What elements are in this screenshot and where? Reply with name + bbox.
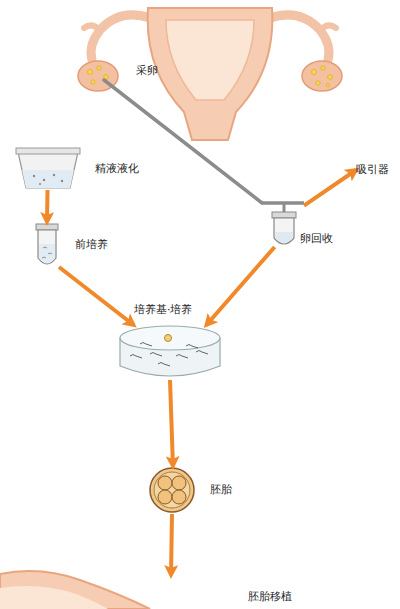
step-label: 胚胎移植 [248,590,292,604]
semen-liquefaction: 精液液化 [15,148,80,190]
egg-collection: 卵回收 [262,200,304,247]
embryo-cells [150,468,194,512]
step-label: 前培养 [75,238,108,252]
embryo-transfer: 胚胎移植 [0,575,180,609]
flow-arrow [171,514,172,575]
step-label: 卵回收 [300,232,333,246]
flow-arrow [170,380,173,466]
uterus-ovaries [78,8,342,140]
pre-culture: 前培养 [32,222,62,267]
flow-arrow [59,267,134,325]
flow-arrow [45,190,50,222]
culture-medium: 培养基·培养 [118,325,222,380]
step-label: 胚胎 [210,483,232,497]
step-label: 采卵 [136,64,158,78]
flow-arrow [206,247,274,325]
flow-arrow [304,170,356,206]
collection-tube [272,212,296,244]
aspiration-needle [104,80,304,214]
uterus-transfer [0,571,150,609]
embryo: 胚胎 [148,466,196,514]
petri-dish [120,326,220,376]
egg-retrieval: 采卵 [80,0,340,140]
step-label: 精液液化 [95,162,139,176]
step-label: 吸引器 [356,163,389,177]
aspirator: 吸引器 [356,162,396,178]
semen-cup [16,148,80,188]
culture-tube [36,224,58,264]
step-label: 培养基·培养 [134,303,193,317]
